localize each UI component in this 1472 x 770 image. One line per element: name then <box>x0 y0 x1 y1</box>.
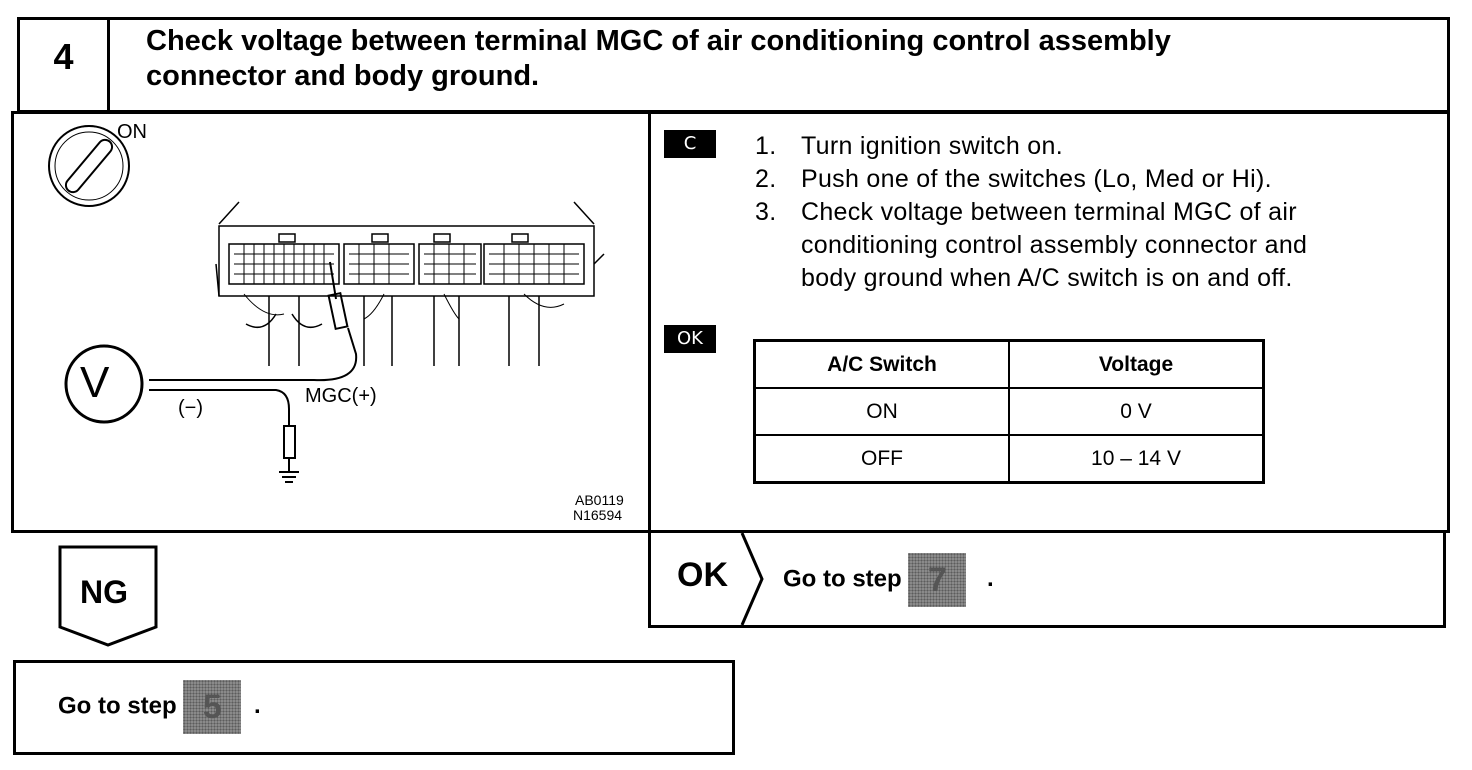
positive-probe-label: MGC(+) <box>305 385 377 407</box>
wiring-diagram <box>48 125 605 483</box>
ng-result-row: Go to step 5 . <box>58 680 261 734</box>
check-tag: C <box>664 130 716 158</box>
table-row: ON 0 V <box>753 387 1265 436</box>
voltage-table: A/C Switch Voltage ON 0 V OFF 10 – 14 V <box>753 339 1265 484</box>
table-cell: ON <box>753 387 1010 436</box>
ok-chevron-divider <box>740 533 764 625</box>
ok-result-label: OK <box>677 556 728 594</box>
list-item: 2.Push one of the switches (Lo, Med or H… <box>755 165 1272 193</box>
figure-code-1: AB0119 <box>575 492 624 508</box>
wire-bundles <box>243 293 565 366</box>
ng-result-suffix: . <box>254 692 261 720</box>
ng-result-label: NG <box>80 574 128 610</box>
ok-result-text: Go to step <box>783 565 902 593</box>
ok-result-row: Go to step 7 . <box>783 553 994 607</box>
content-divider <box>648 111 651 533</box>
ng-result-text: Go to step <box>58 692 177 720</box>
voltmeter-icon <box>64 344 144 424</box>
list-item: body ground when A/C switch is on and of… <box>801 264 1293 292</box>
ok-step-link[interactable]: 7 <box>908 553 967 607</box>
table-header-row: A/C Switch Voltage <box>753 339 1265 389</box>
ok-tag: OK <box>664 325 716 353</box>
figure-code-2: N16594 <box>573 507 623 523</box>
step-title-line2: connector and body ground. <box>146 60 540 92</box>
table-cell: 0 V <box>1008 387 1265 436</box>
positive-probe <box>149 261 358 382</box>
list-item: 1.Turn ignition switch on. <box>755 132 1063 160</box>
table-cell: 10 – 14 V <box>1008 434 1265 484</box>
column-header-voltage: Voltage <box>1008 339 1265 389</box>
step-title-line1: Check voltage between terminal MGC of ai… <box>146 25 1171 57</box>
ignition-key-icon <box>48 125 130 207</box>
ng-result-box <box>13 660 735 755</box>
step-number: 4 <box>53 36 74 77</box>
ng-step-link[interactable]: 5 <box>183 680 242 734</box>
voltmeter-symbol: V <box>80 358 110 407</box>
table-cell: OFF <box>753 434 1010 484</box>
ng-label-shape <box>58 545 158 647</box>
ok-result-suffix: . <box>987 565 994 593</box>
list-item: conditioning control assembly connector … <box>801 231 1308 259</box>
negative-probe <box>149 389 299 483</box>
ok-result-box <box>648 530 1446 628</box>
table-row: OFF 10 – 14 V <box>753 434 1265 484</box>
ignition-on-label: ON <box>117 121 147 143</box>
column-header-switch: A/C Switch <box>753 339 1010 389</box>
connector-icon <box>215 201 605 297</box>
negative-probe-label: (−) <box>178 397 203 419</box>
list-item: 3.Check voltage between terminal MGC of … <box>755 198 1297 226</box>
instruction-steps: 1.Turn ignition switch on. 2.Push one of… <box>755 130 1307 295</box>
step-number-divider <box>107 17 110 113</box>
